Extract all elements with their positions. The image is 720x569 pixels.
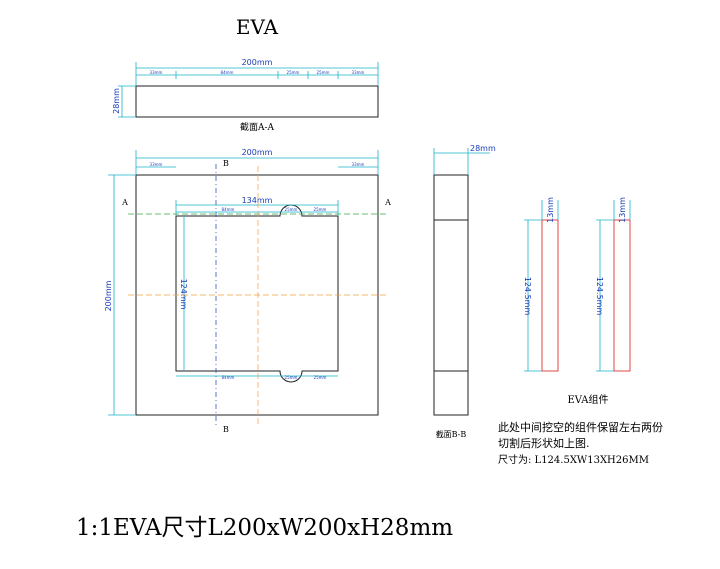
dim-28-side: 28mm: [470, 144, 496, 153]
seg-33a: 33mm: [150, 70, 163, 75]
marker-b-bottom: B: [223, 425, 229, 434]
note-line-2: 切割后形状如上图.: [498, 436, 590, 450]
note-line-3: 尺寸为: L124.5XW13XH26MM: [498, 453, 649, 466]
scale-text: 1:1EVA尺寸L200xW200xH28mm: [76, 515, 453, 541]
plan-outer-outline: [135, 174, 379, 416]
marker-a-left: A: [121, 198, 128, 207]
marker-b-top: B: [223, 159, 229, 168]
seg-25b: 25mm: [317, 70, 330, 75]
dim-13-right: 13mm: [618, 197, 627, 223]
inner-25a: 25mm: [314, 207, 327, 212]
inner-25d: 25mm: [285, 207, 298, 212]
eva-components: 13mm 13mm 124.5mm 124.5mm EVA组件: [523, 197, 631, 406]
inner-84b: 84mm: [222, 375, 235, 380]
dim-124b: 124.5mm: [595, 277, 604, 316]
section-aa-view: 200mm 33mm 84mm 25mm 25mm 33mm 28mm 截面A-…: [112, 58, 379, 133]
dim-28-height: 28mm: [112, 88, 121, 114]
seg-84: 84mm: [221, 70, 234, 75]
component-label: EVA组件: [567, 393, 608, 406]
component-strip-right: [613, 219, 631, 372]
section-bb-view: 28mm 截面B-B: [433, 144, 496, 439]
dim-200-top: 200mm: [242, 58, 273, 67]
seg-33b: 33mm: [352, 70, 365, 75]
dim-200-main: 200mm: [242, 148, 273, 157]
section-aa-outline: [135, 85, 379, 118]
section-bb-outline: [433, 174, 469, 416]
note-block: 此处中间挖空的组件保留左右两份 切割后形状如上图. 尺寸为: L124.5XW1…: [498, 420, 663, 466]
inner-25c: 25mm: [314, 375, 327, 380]
margin-33b: 33mm: [352, 162, 365, 167]
drawing-title: EVA: [236, 15, 279, 39]
dim-134: 134mm: [242, 196, 273, 205]
inner-25b: 25mm: [285, 375, 298, 380]
note-line-1: 此处中间挖空的组件保留左右两份: [498, 420, 663, 434]
margin-33a: 33mm: [150, 162, 163, 167]
marker-a-right: A: [384, 198, 391, 207]
plan-view: 200mm 33mm 33mm 200mm 134mm 84mm 25mm 84…: [104, 148, 391, 434]
plan-inner-cutout: [175, 204, 339, 383]
seg-25a: 25mm: [287, 70, 300, 75]
section-aa-label: 截面A-A: [240, 121, 275, 133]
dim-200-height: 200mm: [104, 280, 113, 311]
inner-84a: 84mm: [222, 207, 235, 212]
dim-124: 124mm: [179, 279, 188, 310]
dim-13-left: 13mm: [546, 197, 555, 223]
dim-124a: 124.5mm: [523, 277, 532, 316]
section-bb-label: 截面B-B: [436, 429, 467, 439]
component-strip-left: [541, 219, 559, 372]
